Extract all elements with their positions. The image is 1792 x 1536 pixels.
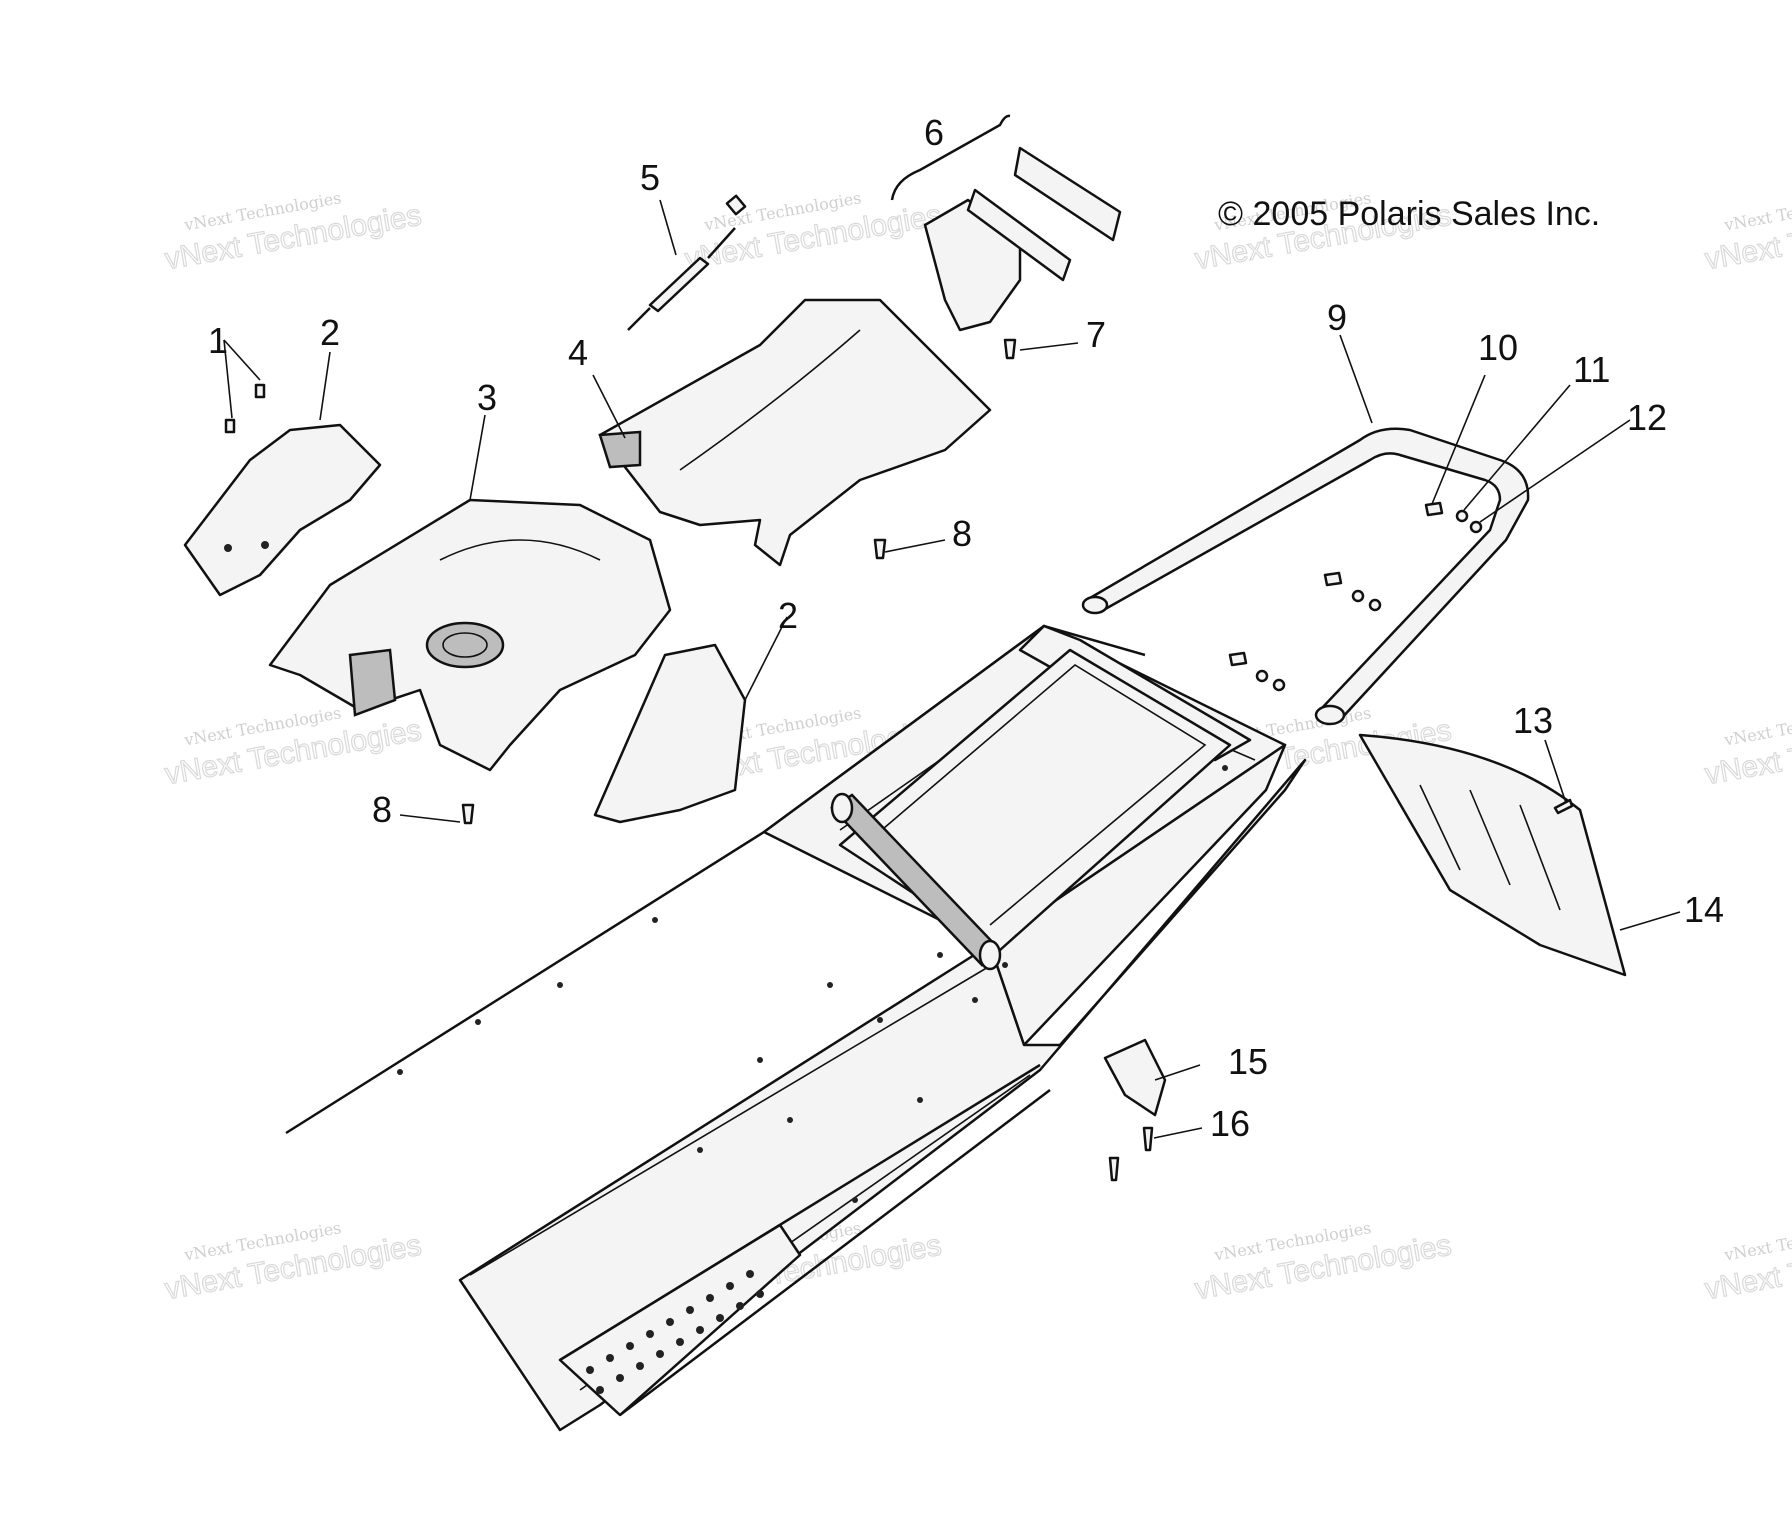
watermark: vNext Technologies vNext Technologies [1702,703,1792,792]
copyright-text: © 2005 Polaris Sales Inc. [1218,195,1600,233]
callout-14: 14 [1684,889,1724,930]
part-2-right-cover [593,643,747,824]
callouts: 1 2 3 4 5 6 7 8 2 8 9 10 11 12 13 14 15 … [208,112,1724,1144]
callout-8-left: 8 [372,789,392,830]
watermark: vNext Technologies vNext Technologies [1702,188,1792,277]
callout-12: 12 [1627,397,1667,438]
callout-2-left: 2 [320,312,340,353]
watermark-small: vNext Technologies [1722,1218,1792,1264]
watermark: vNext Technologies vNext Technologies [1702,1218,1792,1307]
vent-holes [586,1270,764,1394]
watermark: vNext Technologies vNext Technologies [1192,1218,1455,1307]
callout-2-right: 2 [778,595,798,636]
callout-3: 3 [477,377,497,418]
watermark: vNext Technologies vNext Technologies [162,188,425,277]
callout-11: 11 [1573,349,1610,390]
fasteners [224,338,1574,1182]
callout-5: 5 [640,157,660,198]
watermark-small: vNext Technologies [1722,188,1792,234]
callout-10: 10 [1478,327,1518,368]
callout-8-right: 8 [952,513,972,554]
part-3-rear-cowl [268,498,672,772]
callout-15: 15 [1228,1041,1268,1082]
callout-7: 7 [1086,314,1106,355]
watermark: vNext Technologies vNext Technologies [682,188,945,277]
part-2-left-cover [183,423,382,597]
watermark: vNext Technologies vNext Technologies [162,1218,425,1307]
watermark-small: vNext Technologies [1722,703,1792,749]
callout-9: 9 [1327,297,1347,338]
part-14-snow-flap [1358,733,1627,977]
callout-6: 6 [924,112,944,153]
part-9-grab-bar [1081,427,1530,726]
tunnel-chassis [285,624,1307,1432]
callout-16: 16 [1210,1103,1250,1144]
part-6-tail-light [890,114,1122,332]
callout-1: 1 [208,320,228,361]
callout-4: 4 [568,332,588,373]
part-4-seat-base [598,298,992,567]
part-5-gas-strut [627,194,747,331]
callout-13: 13 [1513,700,1553,741]
leader-lines [223,199,1681,1139]
